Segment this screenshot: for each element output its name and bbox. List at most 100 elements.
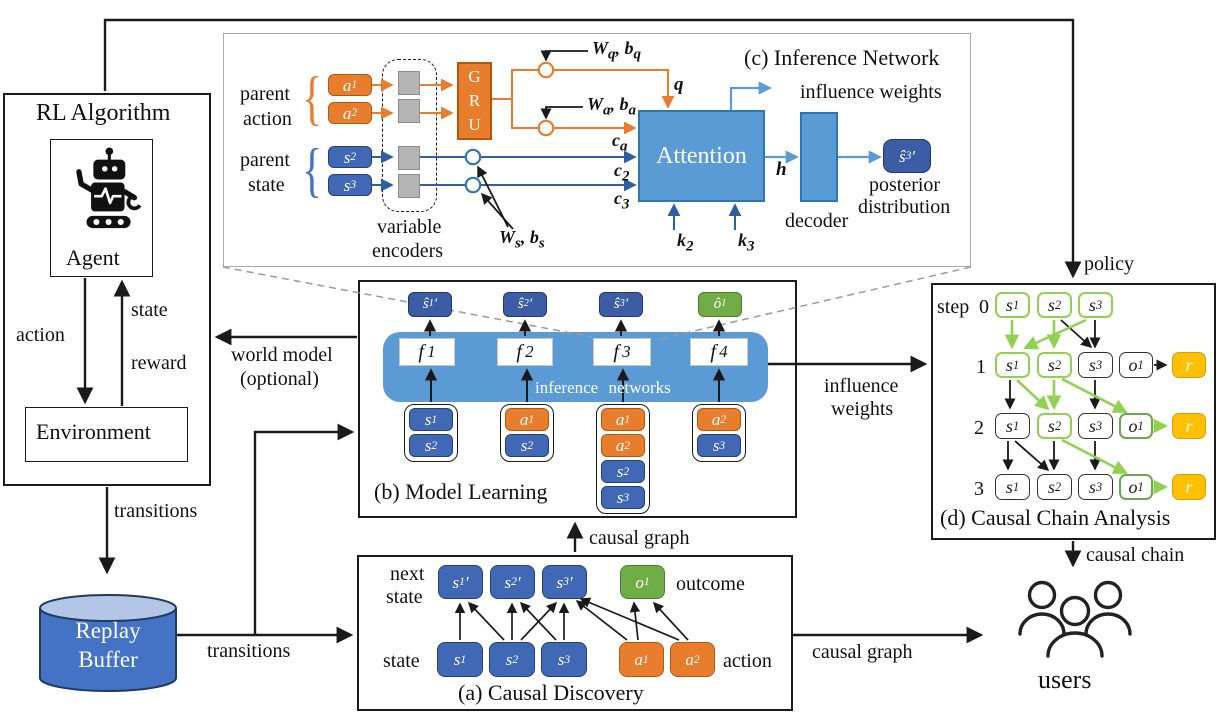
ca-label: ca — [612, 130, 628, 155]
posterior-label-1: posterior — [869, 174, 941, 196]
causal-discovery-panel — [357, 555, 793, 711]
parent-action-label-2: action — [243, 108, 292, 130]
influence-weights-label-2: weights — [831, 398, 894, 420]
step-0-label: 0 — [979, 296, 989, 318]
k2-label: k2 — [677, 230, 694, 255]
h-label: h — [776, 159, 787, 180]
b-f4-box: f 4 — [690, 338, 748, 366]
outcome-label: outcome — [676, 573, 745, 595]
b-f2-box: f 2 — [497, 338, 553, 366]
influence-weights-label-1: influence — [824, 375, 899, 397]
variable-encoders-label-2: encoders — [372, 240, 444, 262]
environment-box — [25, 407, 188, 462]
encoder-square — [398, 146, 420, 170]
step-label: step — [937, 296, 970, 318]
posterior-label-2: distribution — [858, 196, 951, 218]
a-action-label: action — [723, 650, 772, 672]
parent-action-label-1: parent — [240, 83, 290, 105]
state-brace-icon: { — [302, 137, 323, 203]
wa-ba-label: Wa, ba — [587, 94, 637, 119]
q-label: q — [674, 74, 684, 95]
action-label: action — [16, 324, 65, 346]
next-state-label-2: state — [386, 586, 423, 608]
agent-label: Agent — [66, 245, 120, 270]
k3-label: k3 — [738, 230, 755, 255]
transitions-env-label: transitions — [114, 500, 198, 522]
wq-bq-label: Wq, bq — [592, 38, 642, 63]
variable-encoders-label-1: variable — [377, 216, 442, 238]
reward-label: reward — [131, 352, 187, 374]
b-group1-outline — [404, 404, 458, 462]
decoder-label: decoder — [785, 210, 849, 232]
inference-networks-label: inference networks — [535, 378, 671, 397]
step-3-label: 3 — [974, 478, 984, 500]
a-state-label: state — [383, 650, 420, 672]
c-influence-weights-label: influence weights — [800, 81, 942, 103]
b-group2-outline — [500, 404, 554, 462]
step-2-label: 2 — [974, 417, 984, 439]
decoder-block — [800, 112, 838, 202]
causal-chain-panel — [931, 283, 1216, 540]
d-r1-r: r — [1172, 352, 1206, 378]
panel-b-title: (b) Model Learning — [374, 479, 548, 504]
users-icon — [1018, 580, 1132, 658]
users-label: users — [1038, 665, 1092, 694]
encoder-square — [398, 174, 420, 198]
policy-label: policy — [1084, 253, 1134, 275]
encoder-square — [398, 99, 420, 123]
world-model-label: world model — [231, 344, 333, 366]
causal-graph-up-label: causal graph — [589, 527, 690, 549]
environment-label: Environment — [36, 419, 151, 444]
encoder-square — [398, 71, 420, 95]
parent-state-label-2: state — [248, 174, 285, 196]
d-r2-r: r — [1172, 413, 1206, 439]
c3-label: c3 — [614, 188, 630, 213]
rl-title: RL Algorithm — [36, 100, 171, 126]
attention-block: Attention — [638, 110, 765, 202]
b-f1-box: f 1 — [399, 338, 455, 366]
parent-state-label-1: parent — [240, 149, 290, 171]
transitions-buffer-label: transitions — [207, 640, 291, 662]
ws-bs-label: Ws, bs — [499, 227, 545, 252]
step-1-label: 1 — [976, 356, 986, 378]
b-f3-box: f 3 — [593, 338, 651, 366]
b-group4-outline — [692, 404, 746, 462]
